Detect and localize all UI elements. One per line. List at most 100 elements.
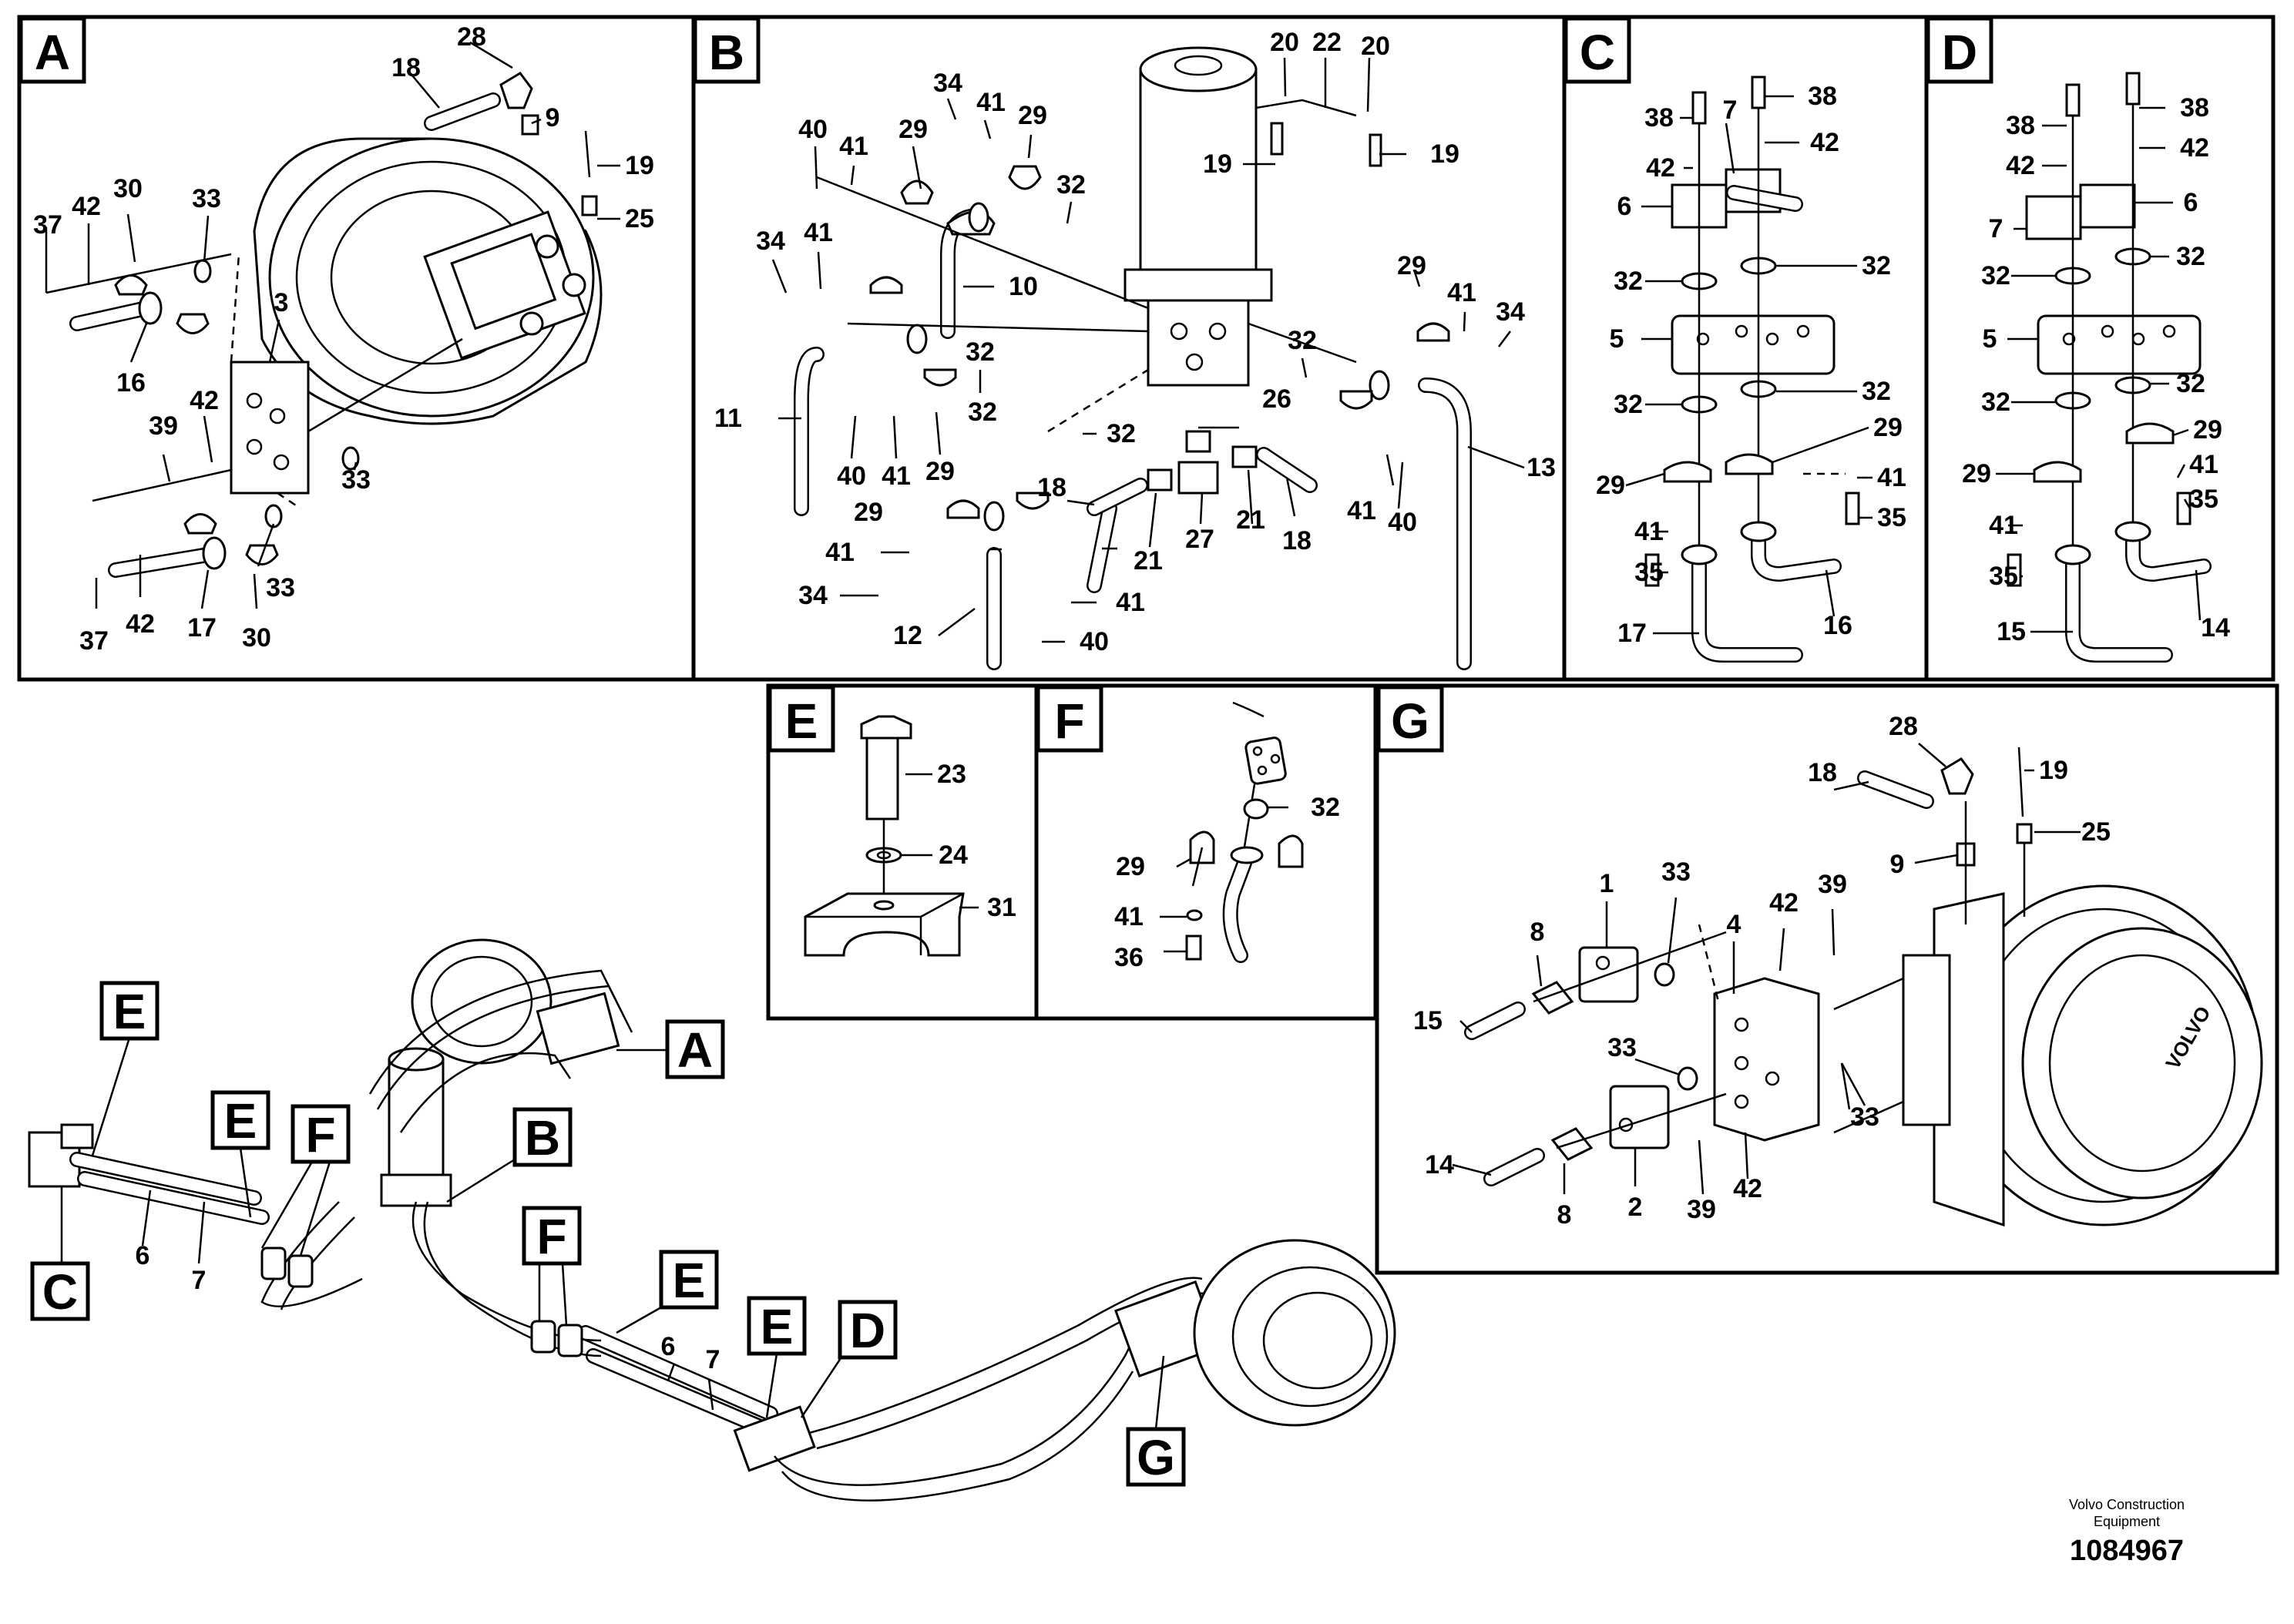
part-number: 17	[187, 613, 217, 643]
panel-d-part-numbers: 38 38 42 42 6 7 32 32 5 32 32 29 29 41 4…	[1962, 93, 2230, 646]
overview-callout-e: E	[747, 1296, 807, 1356]
part-number: 24	[939, 841, 968, 870]
part-number: 22	[1312, 28, 1342, 57]
part-number: 39	[1687, 1195, 1716, 1224]
part-number: 35	[1989, 562, 2018, 591]
part-number: 11	[714, 404, 742, 433]
part-number: 41	[2189, 450, 2218, 479]
overview-callout-f: F	[522, 1206, 582, 1266]
svg-text:D: D	[1942, 25, 1977, 80]
svg-text:C: C	[42, 1264, 78, 1320]
part-number: 28	[1889, 712, 1918, 741]
panel-b-leaders	[771, 57, 1525, 643]
part-number: 34	[798, 581, 828, 610]
part-number: 40	[837, 461, 866, 491]
part-number: 32	[1311, 793, 1340, 822]
part-number: 26	[1262, 384, 1291, 414]
panel-d-frame	[1924, 15, 2276, 682]
svg-text:C: C	[1580, 25, 1615, 80]
section-tag-d: D	[1926, 16, 1993, 84]
panel-g-frame	[1375, 683, 2279, 1275]
part-number: 16	[1823, 611, 1852, 640]
part-number: 18	[391, 53, 421, 82]
part-number: 19	[1203, 149, 1232, 179]
part-number: 40	[1080, 627, 1109, 656]
svg-text:E: E	[673, 1253, 706, 1308]
panel-f-drawing	[1185, 701, 1304, 963]
part-number: 32	[1614, 390, 1643, 419]
part-number: 23	[937, 760, 966, 789]
panel-a-part-numbers: 28 18 9 19 25 37 42 30 33 3 16 42 39 33 …	[33, 22, 654, 656]
part-number: 29	[1018, 101, 1047, 130]
part-number: 42	[1733, 1174, 1762, 1203]
panel-e-leaders	[902, 773, 979, 909]
svg-text:G: G	[1137, 1430, 1175, 1485]
part-number: 38	[2180, 93, 2209, 122]
part-number: 7	[706, 1345, 720, 1374]
svg-text:F: F	[1054, 693, 1084, 749]
part-number: 29	[925, 457, 955, 486]
part-number: 33	[1850, 1102, 1879, 1132]
part-number: 13	[1527, 453, 1556, 482]
part-number: 32	[1614, 267, 1643, 296]
part-number: 32	[1107, 419, 1136, 448]
part-number: 29	[1596, 471, 1625, 500]
part-number: 29	[2193, 415, 2222, 445]
part-number: 32	[1981, 261, 2010, 290]
part-number: 41	[976, 88, 1006, 117]
svg-text:E: E	[113, 984, 146, 1039]
section-tag-e: E	[767, 685, 835, 753]
part-number: 16	[116, 368, 146, 398]
company-name-line2: Equipment	[2093, 1514, 2161, 1529]
part-number: 5	[1610, 324, 1624, 354]
part-number: 34	[756, 226, 785, 256]
panel-d-leaders	[1996, 106, 2202, 633]
panel-d-drawing	[2007, 72, 2212, 663]
part-number: 36	[1114, 943, 1144, 972]
part-number: 37	[33, 210, 62, 240]
part-number: 8	[1557, 1200, 1572, 1230]
part-number: 30	[242, 623, 271, 653]
section-tag-b: B	[693, 16, 761, 84]
part-number: 25	[625, 204, 654, 233]
part-number: 18	[1808, 758, 1837, 787]
part-number: 29	[1962, 459, 1991, 488]
part-number: 42	[126, 609, 155, 639]
part-number: 7	[1989, 214, 2003, 243]
part-number: 35	[1634, 558, 1664, 587]
svg-text:G: G	[1391, 693, 1429, 749]
part-number: 25	[2081, 817, 2111, 847]
part-number: 29	[1397, 251, 1426, 280]
part-number: 35	[1877, 503, 1906, 532]
part-number: 41	[1877, 463, 1906, 492]
part-number: 9	[546, 103, 560, 133]
part-number: 41	[1114, 902, 1144, 931]
part-number: 6	[1617, 192, 1632, 221]
svg-text:B: B	[525, 1110, 560, 1166]
part-number: 6	[136, 1241, 150, 1270]
part-number: 41	[1447, 278, 1476, 307]
part-number: 42	[1769, 888, 1799, 918]
part-number: 42	[1810, 128, 1839, 157]
part-number: 10	[1009, 272, 1038, 301]
part-number: 32	[968, 398, 997, 427]
part-number: 14	[1425, 1150, 1454, 1179]
part-number: 18	[1037, 473, 1066, 502]
part-number: 19	[1430, 139, 1459, 169]
part-number: 41	[839, 132, 868, 161]
company-name-line1: Volvo Construction	[2068, 1497, 2185, 1512]
part-number: 5	[1983, 324, 1997, 354]
part-number: 20	[1270, 28, 1299, 57]
panel-g-drawing: VOLVO	[1464, 747, 2263, 1227]
part-number: 32	[2176, 242, 2205, 271]
part-number: 41	[825, 538, 855, 567]
part-number: 42	[2180, 133, 2209, 163]
overview-callout-d: D	[838, 1300, 898, 1360]
svg-text:D: D	[850, 1303, 885, 1358]
svg-text:A: A	[35, 25, 70, 80]
overview-callout-e: E	[99, 981, 160, 1041]
part-number: 29	[1116, 852, 1145, 881]
part-number: 33	[192, 184, 221, 213]
panel-a-drawing	[45, 72, 603, 578]
